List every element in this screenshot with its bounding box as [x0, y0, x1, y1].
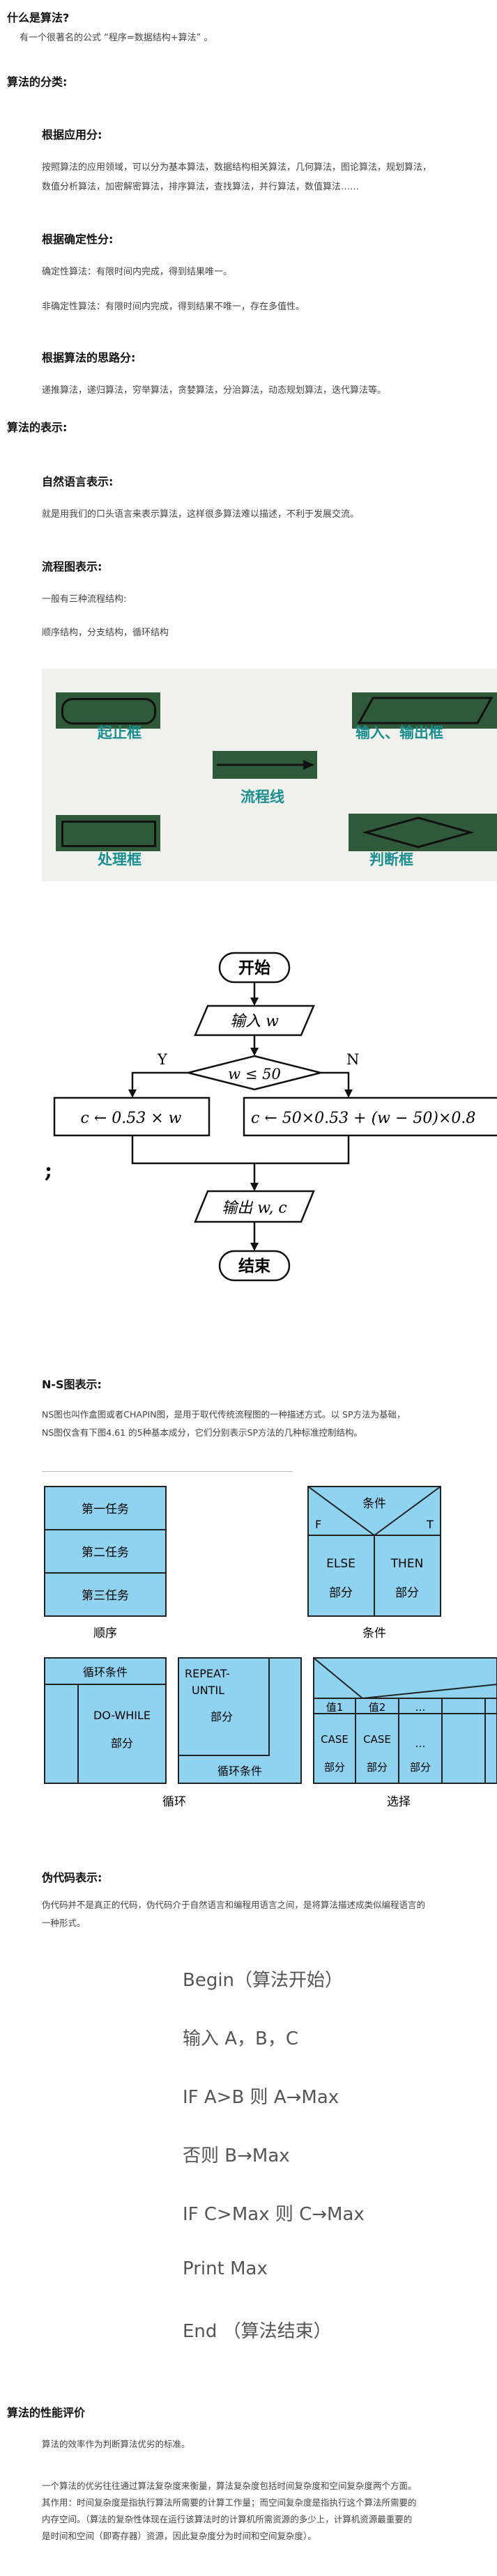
flowchart-text-1: 一般有三种流程结构: — [42, 594, 127, 605]
heading-natural-language: 自然语言表示: — [42, 475, 114, 488]
io-label: 输入、输出框 — [355, 724, 443, 741]
heading-what-is: 什么是算法? — [7, 11, 70, 24]
ns-select-dots-mid: … — [415, 1737, 426, 1750]
ns-repeat-cond: 循环条件 — [217, 1764, 262, 1778]
right-process-node — [243, 1096, 497, 1137]
performance-text-1: 算法的效率作为判断算法优劣的标准。 — [42, 2439, 190, 2449]
start-text: 开始 — [238, 959, 270, 977]
heading-performance: 算法的性能评价 — [7, 2406, 86, 2419]
ns-cond-t: T — [426, 1518, 434, 1531]
ns-diagram: 第一任务 第二任务 第三任务 顺序 条件 F T ELSE 部分 THEN 部分… — [44, 1486, 497, 1809]
ns-dowhile-part: 部分 — [111, 1737, 133, 1750]
ns-cond-then: THEN — [390, 1557, 424, 1571]
divider — [42, 1471, 293, 1472]
heading-by-determinism: 根据确定性分: — [42, 233, 114, 246]
left-process-node — [53, 1096, 211, 1137]
flowchart-symbols-figure: 起止框 输入、输出框 流程线 处理框 判断框 — [42, 669, 497, 881]
ns-cond-f: F — [315, 1518, 321, 1531]
ns-select-caption: 选择 — [387, 1795, 411, 1809]
determinism-text-1: 确定性算法：有限时间内完成，得到结果唯一。 — [42, 267, 233, 277]
performance-text-5: 是时间和空间（即寄存器）资源，因此复杂度分为时间和空间复杂度）。 — [42, 2531, 316, 2541]
ns-seq-task2: 第二任务 — [82, 1546, 129, 1560]
start-end-label: 起止框 — [98, 724, 142, 741]
performance-text-4: 内存空间。（算法的复杂性体现在运行该算法时的计算机所需资源的多少上，计算机资源最… — [42, 2514, 413, 2524]
determinism-text-2: 非确定性算法：有限时间内完成，得到结果不唯一，存在多值性。 — [42, 302, 305, 312]
ns-select-part2: 部分 — [367, 1761, 388, 1774]
side-mark: ; — [45, 1158, 52, 1183]
right-process-text: c ← 50×0.53 + (w − 50)×0.8 — [251, 1110, 475, 1127]
ns-cond-label: 条件 — [362, 1497, 386, 1511]
intro-text: 有一个很著名的公式 “程序=数据结构+算法” 。 — [20, 33, 213, 43]
pseudo-line-5: IF C>Max 则 C→Max — [183, 2204, 365, 2225]
pseudo-line-1: Begin（算法开始） — [183, 1970, 344, 1991]
input-node — [194, 1004, 315, 1037]
pseudo-line-2: 输入 A，B，C — [183, 2028, 299, 2049]
ns-cond-caption: 条件 — [362, 1627, 386, 1640]
ns-loop-caption: 循环 — [162, 1795, 186, 1809]
ns-repeat-part: 部分 — [211, 1710, 233, 1723]
left-process-text: c ← 0.53 × w — [81, 1110, 182, 1127]
heading-pseudocode: 伪代码表示: — [42, 1871, 102, 1884]
ns-select-case1: CASE — [321, 1733, 349, 1746]
pseudo-line-3: IF A>B 则 A→Max — [183, 2087, 339, 2108]
input-text: 输入 w — [230, 1013, 279, 1030]
pseudo-line-7: End （算法结束） — [183, 2321, 332, 2342]
application-text-2: 数值分析算法，加密解密算法，排序算法，查找算法，并行算法，数值算法…… — [42, 182, 360, 192]
ns-until-label: UNTIL — [192, 1684, 224, 1697]
heading-ns: N-S图表示: — [42, 1378, 102, 1391]
output-text: 输出 w, c — [222, 1200, 287, 1217]
pseudocode-text-2: 一种形式。 — [42, 1918, 86, 1928]
end-text: 结束 — [238, 1257, 271, 1275]
pseudo-line-4: 否则 B→Max — [183, 2146, 290, 2166]
heading-classification: 算法的分类: — [7, 75, 68, 88]
ns-seq-task3: 第三任务 — [82, 1589, 129, 1603]
natural-language-text: 就是用我们的口头语言来表示算法，这样很多算法难以描述，不利于发展交流。 — [42, 509, 360, 520]
ns-seq-task1: 第一任务 — [82, 1503, 129, 1516]
condition-node — [188, 1055, 321, 1091]
ns-cond-else: ELSE — [326, 1557, 355, 1571]
ns-dowhile-cond: 循环条件 — [83, 1666, 128, 1679]
ns-repeat-label: REPEAT- — [185, 1667, 230, 1680]
ns-select-v2: 值2 — [369, 1701, 386, 1714]
process-symbol — [56, 815, 160, 851]
ns-dowhile-label: DO-WHILE — [93, 1709, 151, 1722]
condition-text: w ≤ 50 — [228, 1066, 281, 1083]
ns-select-part3: 部分 — [410, 1761, 431, 1774]
idea-text: 递推算法，递归算法，穷举算法，贪婪算法，分治算法，动态规划算法，迭代算法等。 — [42, 385, 387, 396]
ns-seq-caption: 顺序 — [93, 1627, 117, 1640]
ns-select-case2: CASE — [363, 1733, 391, 1746]
heading-representation: 算法的表示: — [7, 421, 68, 434]
ns-select-v1: 值1 — [326, 1701, 344, 1714]
pseudocode-text-1: 伪代码并不是真正的代码，伪代码介于自然语言和编程用语言之间，是将算法描述成类似编… — [42, 1900, 426, 1910]
output-node — [194, 1190, 315, 1223]
ns-text-1: NS图也叫作盒图或者CHAPIN图，是用于取代传统流程图的一种描述方式。以 SP… — [42, 1409, 406, 1420]
end-node — [218, 1250, 291, 1282]
flowchart-example: 开始 输入 w w ≤ 50 Y N c ← 0.53 × w c ← 50×0… — [45, 952, 497, 1282]
ns-cond-then-part: 部分 — [395, 1586, 419, 1600]
heading-flowchart: 流程图表示: — [42, 560, 102, 573]
ns-select-part1: 部分 — [324, 1761, 345, 1774]
heading-by-application: 根据应用分: — [42, 128, 102, 141]
flowline-label: 流程线 — [240, 788, 284, 805]
performance-text-2: 一个算法的优劣往往通过算法复杂度来衡量，算法复杂度包括时间复杂度和空间复杂度两个… — [42, 2481, 417, 2491]
flowchart-text-2: 顺序结构，分支结构，循环结构 — [42, 628, 169, 638]
ns-select-dots-top: … — [415, 1701, 426, 1714]
application-text-1: 按照算法的应用领域，可以分为基本算法，数据结构相关算法，几何算法，图论算法，规划… — [42, 162, 432, 173]
io-symbol — [352, 692, 497, 729]
ns-cond-else-part: 部分 — [329, 1586, 353, 1600]
decision-label: 判断框 — [369, 851, 413, 868]
process-label: 处理框 — [98, 851, 142, 868]
yes-label: Y — [157, 1051, 168, 1068]
pseudo-line-6: Print Max — [183, 2258, 268, 2279]
decision-symbol — [349, 814, 497, 851]
ns-text-2: NS图仅含有下图4.61 的5种基本成分，它们分别表示SP方法的几种标准控制结构… — [42, 1427, 363, 1438]
heading-by-idea: 根据算法的思路分: — [42, 351, 136, 364]
flowline-symbol — [213, 751, 317, 779]
start-end-symbol — [56, 692, 160, 729]
no-label: N — [346, 1051, 359, 1068]
performance-text-3: 其作用：时间复杂度是指执行算法所需要的计算工作量；而空间复杂度是指执行这个算法所… — [42, 2497, 417, 2508]
